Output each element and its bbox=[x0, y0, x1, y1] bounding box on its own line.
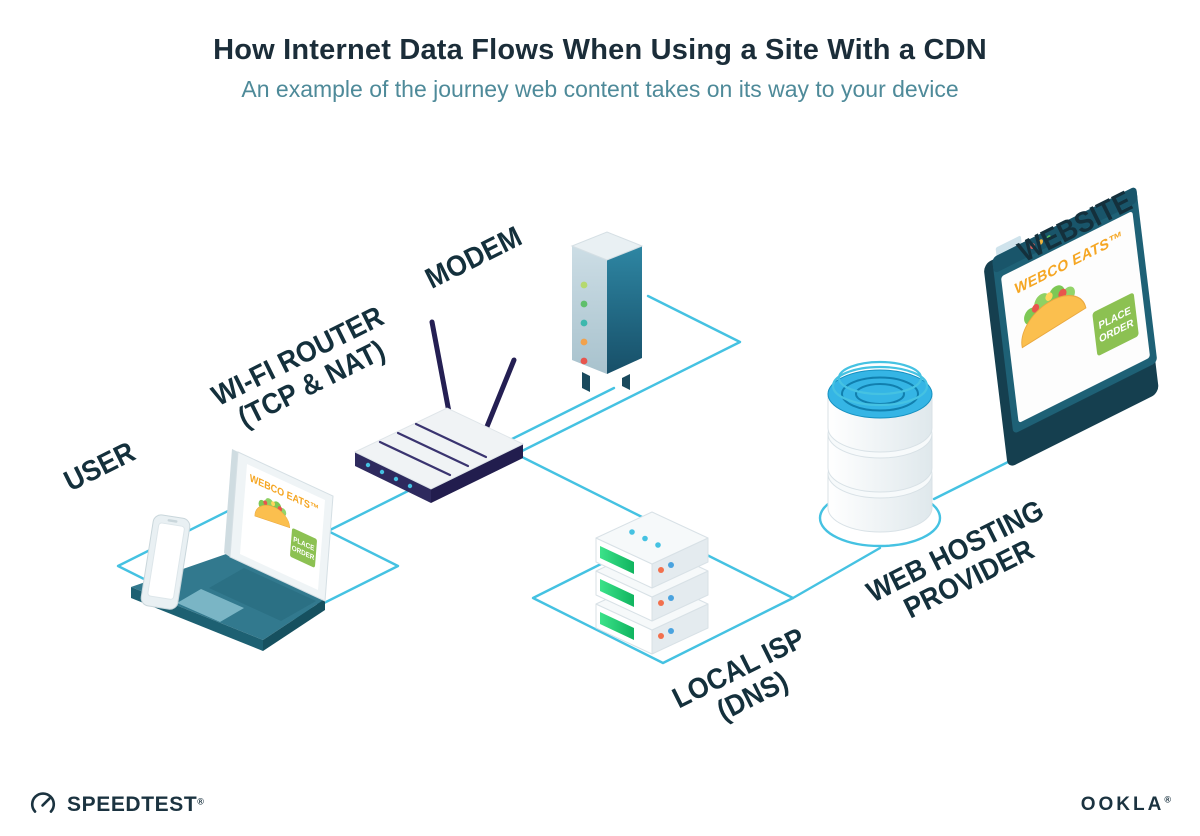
ookla-logo: OOKLA® bbox=[1081, 794, 1174, 816]
speedtest-trademark: ® bbox=[197, 796, 204, 807]
modem-left-face bbox=[572, 246, 607, 374]
line-isp-to-hosting bbox=[791, 546, 882, 600]
router-antenna-right bbox=[481, 357, 517, 437]
line-modem-to-isp bbox=[514, 294, 742, 530]
header: How Internet Data Flows When Using a Sit… bbox=[0, 34, 1200, 103]
isp-server-illustration bbox=[595, 511, 709, 655]
router-ports bbox=[365, 462, 413, 489]
website-browser-illustration: WEBCO EATS™ PLACE ORDER bbox=[984, 187, 1159, 466]
server-top-vents bbox=[629, 529, 661, 548]
modem-top bbox=[570, 231, 644, 261]
speedtest-logo: SPEEDTEST® bbox=[28, 790, 204, 820]
smartphone-illustration bbox=[140, 514, 191, 610]
smartphone-screen bbox=[147, 522, 185, 600]
speedtest-gauge-icon bbox=[30, 792, 56, 813]
modem-right-face bbox=[607, 246, 642, 374]
modem-status-leds bbox=[580, 281, 588, 365]
speedtest-wordmark: SPEEDTEST bbox=[67, 793, 198, 816]
browser-titlebar bbox=[992, 187, 1138, 273]
wifi-router-illustration bbox=[353, 319, 525, 503]
browser-content bbox=[1001, 211, 1150, 423]
modem-illustration bbox=[570, 231, 644, 392]
page-subtitle: An example of the journey web content ta… bbox=[241, 76, 959, 102]
server-led-bar bbox=[600, 612, 634, 640]
browser-window-dots bbox=[1030, 235, 1052, 249]
ookla-trademark: ® bbox=[1164, 794, 1174, 805]
browser-tab bbox=[995, 235, 1022, 258]
web-hosting-db-illustration bbox=[818, 360, 942, 548]
line-hosting-to-website bbox=[932, 454, 1022, 501]
server-led-bar bbox=[600, 546, 634, 574]
router-top bbox=[353, 407, 525, 490]
ookla-wordmark: OOKLA bbox=[1080, 794, 1165, 815]
laptop-keyboard bbox=[209, 568, 316, 621]
page-title: How Internet Data Flows When Using a Sit… bbox=[213, 34, 987, 66]
website-order-button bbox=[1092, 293, 1139, 356]
router-grooves bbox=[378, 422, 488, 477]
laptop-trackpad bbox=[177, 589, 244, 622]
server-led-bar bbox=[600, 579, 634, 607]
user-laptop-illustration: WEBCO EATS™ PLACE ORDER bbox=[131, 449, 334, 651]
laptop-order-button bbox=[290, 528, 317, 568]
